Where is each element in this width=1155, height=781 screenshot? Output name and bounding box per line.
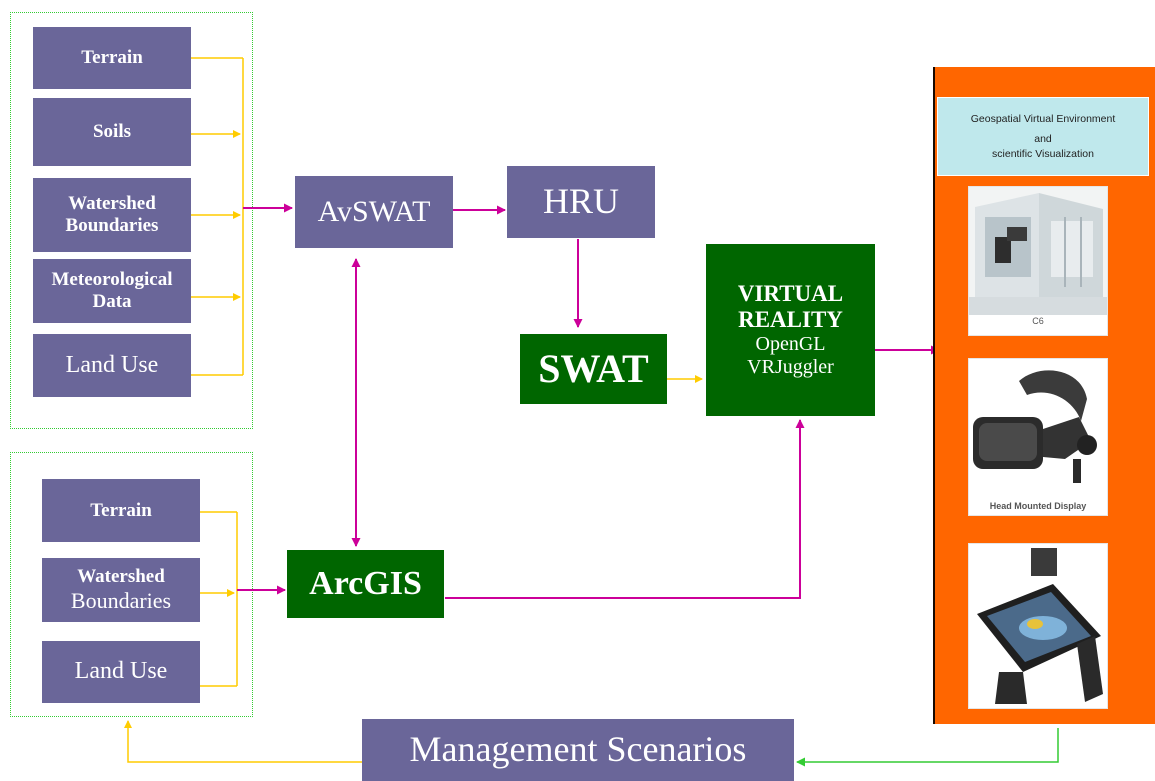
vr-label-4: VRJuggler	[747, 356, 834, 379]
c6-caption: C6	[1032, 316, 1044, 326]
c6-illustration	[969, 187, 1107, 315]
top-soils-label: Soils	[92, 121, 132, 143]
vr-label-3: OpenGL	[755, 333, 826, 356]
top-watershed-box: Watershed Boundaries	[33, 178, 191, 252]
bottom-watershed-box: Watershed Boundaries	[42, 558, 200, 622]
swat-box: SWAT	[520, 334, 667, 404]
bottom-terrain-box: Terrain	[42, 479, 200, 542]
avswat-label: AvSWAT	[317, 194, 431, 228]
top-terrain-label: Terrain	[81, 47, 143, 69]
vr-label-2: REALITY	[738, 307, 843, 332]
top-watershed-label-1: Watershed	[68, 193, 156, 215]
panel-head-line-2: and	[1034, 133, 1052, 146]
swat-label: SWAT	[538, 346, 649, 391]
panel-head-line-1: Geospatial Virtual Environment	[970, 113, 1116, 126]
top-land-use-label: Land Use	[65, 351, 159, 378]
hru-box: HRU	[507, 166, 655, 238]
bottom-land-use-label: Land Use	[74, 658, 168, 685]
bottom-terrain-label: Terrain	[90, 499, 152, 521]
top-meteo-label-1: Meteorological	[51, 269, 173, 291]
management-scenarios-label: Management Scenarios	[409, 729, 747, 770]
bottom-watershed-label-2: Boundaries	[70, 588, 172, 614]
head-mounted-display-image: Head Mounted Display	[968, 358, 1108, 516]
bottom-land-use-box: Land Use	[42, 641, 200, 703]
avswat-box: AvSWAT	[295, 176, 453, 248]
top-land-use-box: Land Use	[33, 334, 191, 397]
hru-label: HRU	[542, 181, 619, 222]
c6-image: C6	[968, 186, 1108, 336]
top-terrain-box: Terrain	[33, 27, 191, 89]
panel-header: Geospatial Virtual Environment and scien…	[937, 97, 1149, 176]
top-meteorological-box: Meteorological Data	[33, 259, 191, 323]
top-input-group	[10, 12, 253, 429]
arcgis-box: ArcGIS	[287, 550, 444, 618]
top-watershed-label-2: Boundaries	[65, 215, 159, 236]
arcgis-label: ArcGIS	[309, 565, 422, 603]
panel-head-line-3: scientific Visualization	[992, 147, 1094, 160]
bottom-watershed-label-1: Watershed	[77, 566, 165, 588]
hmd-illustration	[969, 359, 1107, 495]
top-meteo-label-2: Data	[92, 291, 132, 312]
top-soils-box: Soils	[33, 98, 191, 166]
management-scenarios-box: Management Scenarios	[362, 719, 794, 781]
vr-label-1: VIRTUAL	[737, 280, 844, 306]
workbench-display-image	[968, 543, 1108, 709]
workbench-illustration	[969, 544, 1107, 708]
virtual-reality-box: VIRTUAL REALITY OpenGL VRJuggler	[706, 244, 875, 416]
hmd-caption: Head Mounted Display	[989, 501, 1087, 511]
bottom-input-group	[10, 452, 253, 717]
